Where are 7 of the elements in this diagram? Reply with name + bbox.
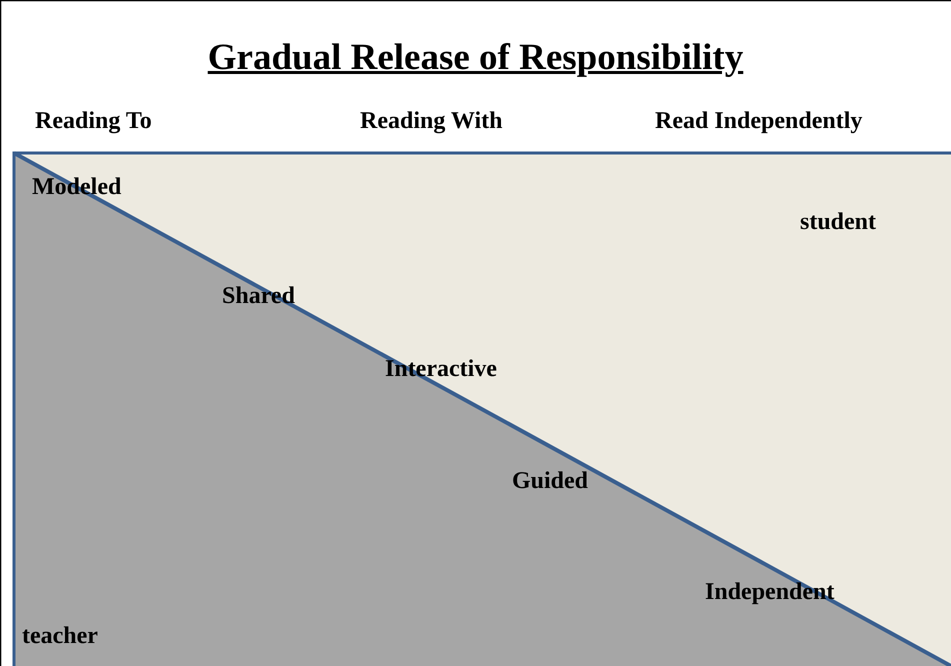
- column-heading: Read Independently: [655, 109, 862, 133]
- column-heading: Reading With: [360, 109, 502, 133]
- stage-label: Guided: [512, 469, 588, 493]
- axis-label: student: [800, 210, 876, 234]
- axis-label: teacher: [22, 624, 98, 648]
- title: Gradual Release of Responsibility: [206, 39, 744, 76]
- column-heading: Reading To: [35, 109, 152, 133]
